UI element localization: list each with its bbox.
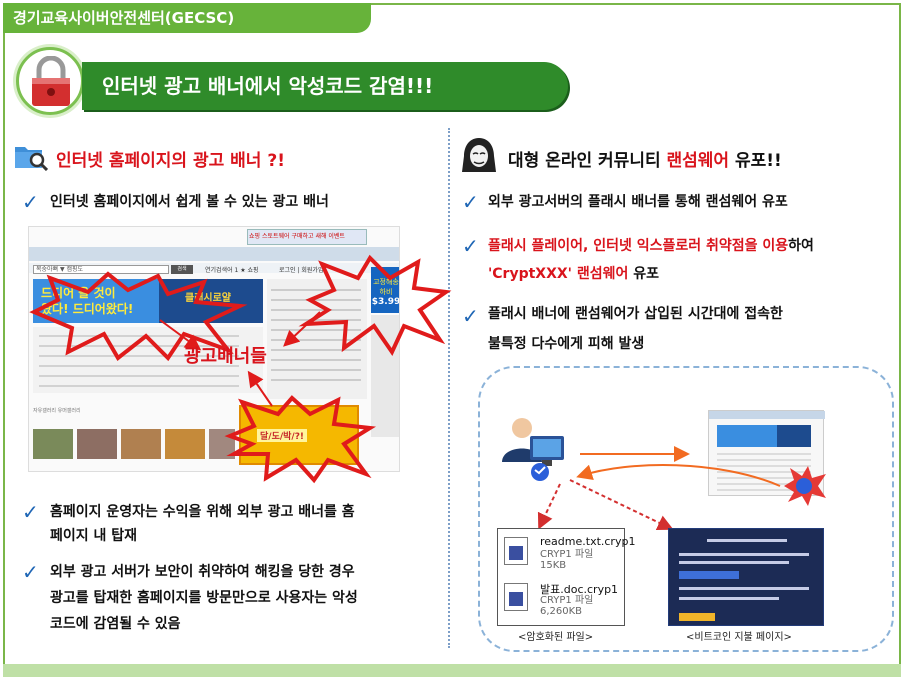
malware-burst-icon xyxy=(784,466,826,506)
side-ad-line-1: 고정해송하비 xyxy=(373,278,399,296)
blue-ad-line-2: 왔다! 드디어왔다! xyxy=(41,302,134,316)
gallery-tabs: 자유갤러리 유머갤러리 xyxy=(33,408,81,414)
lock-badge xyxy=(16,47,84,115)
site-login-label: 로그인 | 회원가입 xyxy=(279,267,324,274)
side-ad-column xyxy=(371,315,399,437)
file-size: 15KB xyxy=(540,560,567,571)
site-search-input: 복숭아뼈 ▼ 캠핑도 xyxy=(33,265,169,274)
site-search-button: 검색 xyxy=(171,265,193,274)
left-bullet-3-line-3: 코드에 감염될 수 있음 xyxy=(50,616,181,632)
gallery-thumbnail xyxy=(121,429,161,459)
highlight-burst-left xyxy=(29,271,248,362)
file-icon xyxy=(504,537,528,565)
page-title: 인터넷 광고 배너에서 악성코드 감염!!! xyxy=(82,62,568,110)
check-icon: ✓ xyxy=(462,234,479,258)
column-divider xyxy=(448,128,450,648)
file-icon xyxy=(504,583,528,611)
attack-flow-panel xyxy=(478,366,894,652)
right-heading-ransomware: 랜섬웨어 xyxy=(666,151,730,171)
right-bullet-2-line-1: 플래시 플레이어, 인터넷 익스플로러 취약점을 이용하여 xyxy=(488,234,814,258)
site-nav-bar xyxy=(29,247,399,261)
left-bullet-3-line-2: 광고를 탑재한 홈페이지를 방문만으로 사용자는 악성 xyxy=(50,590,358,606)
check-icon: ✓ xyxy=(22,500,39,524)
bitcoin-payment-page xyxy=(668,528,824,626)
site-keyword-label: 연기검색어 1 ★ 쇼핑 xyxy=(205,267,259,274)
right-heading-part-1: 대형 온라인 커뮤니티 xyxy=(508,151,667,171)
right-heading: 대형 온라인 커뮤니티 랜섬웨어 유포!! xyxy=(508,146,782,171)
left-bullet-3-line-1: 외부 광고 서버가 보안이 취약하여 해킹을 당한 경우 xyxy=(50,564,355,580)
gallery-thumbnail xyxy=(77,429,117,459)
right-bullet-2-black: 하여 xyxy=(788,238,814,254)
check-icon: ✓ xyxy=(462,304,479,328)
site-toolbar xyxy=(29,263,399,273)
cryptxxx-label: 'CryptXXX' 랜섬웨어 xyxy=(488,266,629,282)
caption-bitcoin-page: <비트코인 지불 페이지> xyxy=(686,632,792,643)
org-header: 경기교육사이버안전센터(GECSC) xyxy=(3,3,371,33)
check-icon: ✓ xyxy=(22,190,39,214)
side-ad-line-2: $3.99 xyxy=(371,297,400,307)
encrypted-files-box: readme.txt.cryp1 CRYP1 파일 15KB 발표.doc.cr… xyxy=(497,528,635,626)
file-name: 발표.doc.cryp1 xyxy=(540,583,619,596)
right-heading-part-2: 유포!! xyxy=(729,151,782,171)
right-bullet-3-line-1: 플래시 배너에 랜섬웨어가 삽입된 시간대에 접속한 xyxy=(488,306,783,322)
blue-ad-line-1: 드디어 올 것이 xyxy=(41,286,116,300)
left-heading: 인터넷 홈페이지의 광고 배너 ?! xyxy=(56,151,285,171)
left-bullet-2-line-1: 홈페이지 운영자는 수익을 위해 외부 광고 배너를 홈 xyxy=(50,504,355,520)
left-bullet-1: 인터넷 홈페이지에서 쉽게 볼 수 있는 광고 배너 xyxy=(50,194,329,210)
hacker-icon xyxy=(462,138,496,172)
highlight-burst-bottom xyxy=(224,395,377,484)
ad-banners-label: 광고배너들 xyxy=(184,346,267,367)
check-icon: ✓ xyxy=(462,190,479,214)
highlight-burst-right xyxy=(298,254,452,357)
left-bullet-2-line-2: 페이지 내 탑재 xyxy=(50,528,138,544)
file-type: CRYP1 파일 xyxy=(540,549,594,560)
gallery-thumbnail xyxy=(33,429,73,459)
ad-arrows xyxy=(159,311,321,407)
file-size: 6,260KB xyxy=(540,606,583,617)
right-bullet-1: 외부 광고서버의 플래시 배너를 통해 랜섬웨어 유포 xyxy=(488,194,788,210)
attack-flow-arrows xyxy=(537,446,781,531)
yellow-ad-text: 달/도/박/?! xyxy=(257,429,308,442)
padlock-icon xyxy=(32,56,70,106)
check-icon: ✓ xyxy=(22,560,39,584)
game-ad-banner: 클래시로얄 xyxy=(159,279,263,323)
right-bullet-2-line-2: 'CryptXXX' 랜섬웨어 유포 xyxy=(488,262,659,286)
right-bullet-3-line-2: 불특정 다수에게 피해 발생 xyxy=(488,336,645,352)
right-bullet-2-red: 플래시 플레이어, 인터넷 익스플로러 취약점을 이용 xyxy=(488,238,789,254)
caption-encrypted-files: <암호화된 파일> xyxy=(518,632,594,643)
website-screenshot: 쇼핑 스토트웨어 구매하고 새해 이벤트 복숭아뼈 ▼ 캠핑도 검색 연기검색어… xyxy=(28,226,400,472)
file-type: CRYP1 파일 xyxy=(540,595,594,606)
game-ad-text: 클래시로얄 xyxy=(185,293,231,304)
right-bullet-2-line-2-black: 유포 xyxy=(628,266,660,282)
user-computer-icon xyxy=(502,418,564,481)
top-ad-banner: 쇼핑 스토트웨어 구매하고 새해 이벤트 xyxy=(247,229,367,245)
file-name: readme.txt.cryp1 xyxy=(540,535,636,548)
bottom-strip xyxy=(3,664,901,677)
gallery-thumbnail xyxy=(165,429,205,459)
folder-search-icon xyxy=(15,147,48,171)
